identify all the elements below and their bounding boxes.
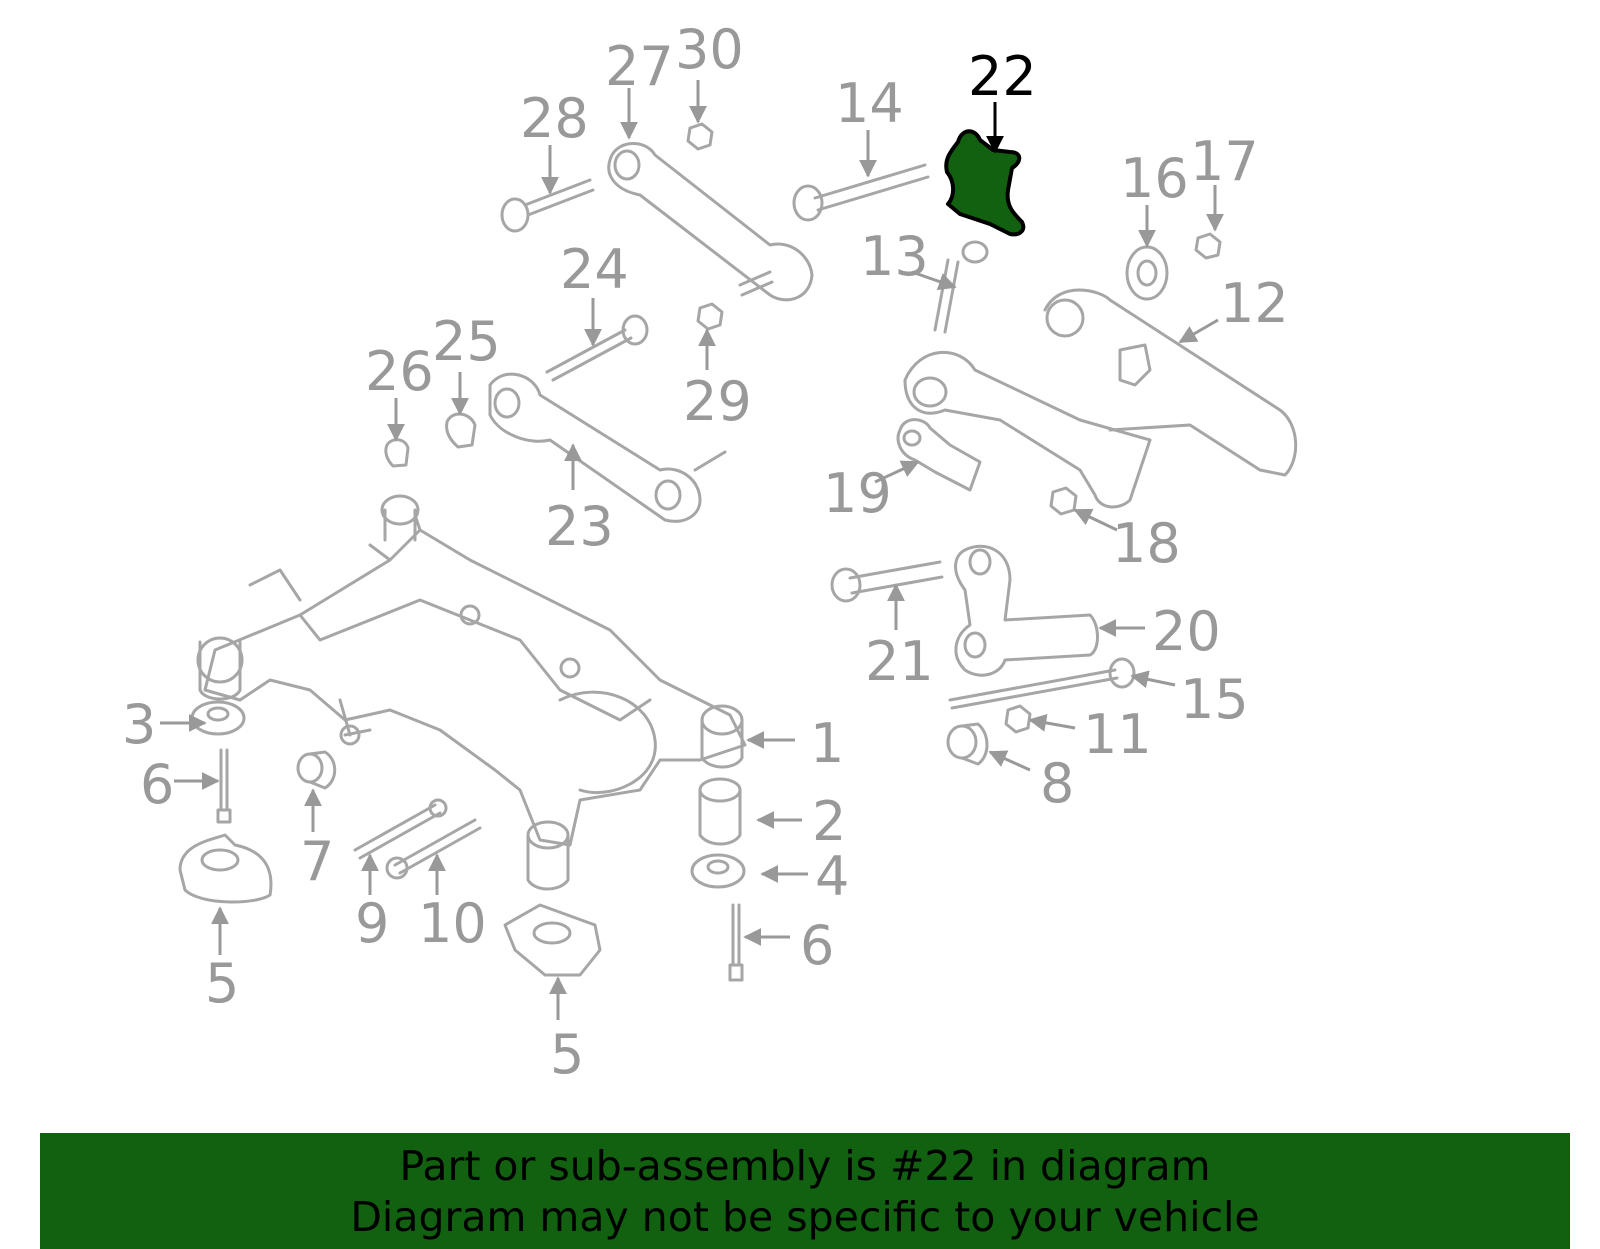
part-5-mount-left (178, 833, 273, 904)
callout-12: 12 (1220, 272, 1289, 335)
callout-3: 3 (122, 693, 156, 756)
part-25-nut (445, 412, 477, 449)
callout-16: 16 (1120, 147, 1189, 210)
rear-subframe (196, 494, 747, 891)
callout-7: 7 (300, 830, 334, 893)
callout-19: 19 (823, 462, 892, 525)
part-28-bolt (500, 178, 595, 233)
callout-arrows (160, 80, 1224, 1020)
callout-1: 1 (810, 712, 844, 775)
banner-line-2: Diagram may not be specific to your vehi… (350, 1193, 1260, 1241)
callout-18: 18 (1112, 512, 1181, 575)
part-11-nut (1004, 704, 1032, 734)
callout-6-right: 6 (800, 914, 834, 977)
part-22-highlighted (944, 129, 1026, 237)
part-24-bolt (545, 314, 649, 382)
part-5-mount-right (503, 903, 602, 977)
part-29-nut (696, 302, 724, 331)
part-10-bolt (385, 818, 482, 880)
callout-4: 4 (815, 845, 849, 908)
part-23-link (488, 372, 727, 523)
callout-10: 10 (418, 892, 487, 955)
part-13-bolt (933, 240, 989, 334)
part-8-bushing (946, 722, 989, 766)
part-17-nut (1194, 232, 1222, 260)
callout-27: 27 (605, 35, 674, 98)
part-26-nut (384, 438, 410, 468)
callout-25: 25 (432, 310, 501, 373)
callout-5-right: 5 (550, 1023, 584, 1086)
callout-22: 22 (968, 45, 1037, 108)
callout-20: 20 (1152, 600, 1221, 663)
part-16-washer (1125, 245, 1169, 301)
banner-line-1: Part or sub-assembly is #22 in diagram (399, 1142, 1211, 1190)
callout-9: 9 (355, 892, 389, 955)
part-21-bolt (830, 560, 944, 603)
callout-6-left: 6 (140, 753, 174, 816)
callout-21: 21 (865, 630, 934, 693)
callout-13: 13 (860, 225, 929, 288)
part-15-bolt (948, 657, 1136, 710)
callout-28: 28 (520, 87, 589, 150)
callout-29: 29 (683, 370, 752, 433)
part-6-bolt-left (216, 748, 232, 824)
callout-5-left: 5 (205, 952, 239, 1015)
callout-17: 17 (1190, 130, 1259, 193)
callout-14: 14 (835, 72, 904, 135)
part-9-bolt (353, 798, 448, 860)
callout-26: 26 (365, 340, 434, 403)
callout-labels: 1 2 3 4 5 5 6 6 7 8 9 10 11 12 13 14 15 … (122, 18, 1289, 1086)
info-banner: Part or sub-assembly is #22 in diagram D… (40, 1133, 1570, 1249)
part-12-control-arm (903, 288, 1298, 509)
part-4-washer (690, 853, 746, 889)
callout-30: 30 (675, 18, 744, 81)
part-18-nut (1049, 486, 1078, 516)
part-20-link (954, 544, 1099, 677)
part-14-bolt (792, 163, 930, 222)
callout-15: 15 (1180, 668, 1249, 731)
part-6-bolt-right (728, 903, 744, 982)
part-3-washer (190, 700, 246, 736)
callout-11: 11 (1083, 703, 1152, 766)
part-2-bushing (698, 777, 742, 846)
part-30-nut (686, 122, 714, 151)
callout-23: 23 (545, 495, 614, 558)
callout-2: 2 (812, 790, 846, 853)
callout-8: 8 (1040, 752, 1074, 815)
callout-24: 24 (560, 238, 629, 301)
part-7-bushing (296, 750, 337, 790)
part-27-upper-arm (607, 142, 814, 302)
part-19-bracket (896, 418, 982, 492)
